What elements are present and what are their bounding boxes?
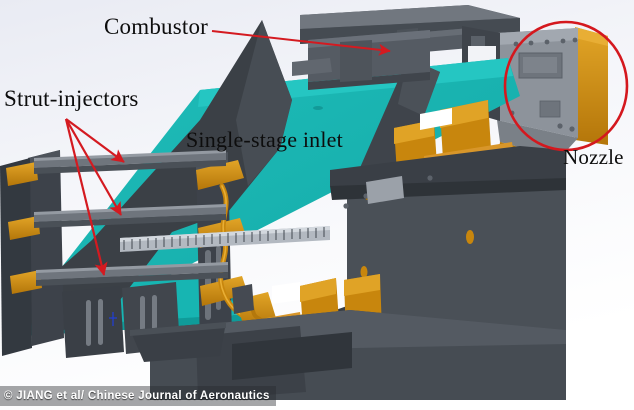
- label-combustor: Combustor: [104, 14, 209, 39]
- label-nozzle: Nozzle: [563, 145, 624, 169]
- lower-left-flare: [130, 322, 226, 362]
- coordinate-origin-marker: [109, 312, 117, 326]
- image-credit-watermark: © JIANG et al/ Chinese Journal of Aerona…: [0, 386, 276, 406]
- combustor-duct: [292, 30, 430, 90]
- strut-injector-rails: [34, 150, 228, 286]
- right-dark-wedge: [330, 146, 566, 209]
- injector-serrated-strip: [120, 226, 330, 252]
- label-single-stage-inlet: Single-stage inlet: [186, 127, 343, 152]
- combustor-leader-arrow: [211, 30, 391, 56]
- nozzle-highlight-ellipse: [503, 20, 629, 152]
- strut-injector-leader-arrows: [64, 118, 125, 276]
- base-slab: [150, 310, 566, 400]
- label-strut-injectors: Strut-injectors: [4, 86, 139, 111]
